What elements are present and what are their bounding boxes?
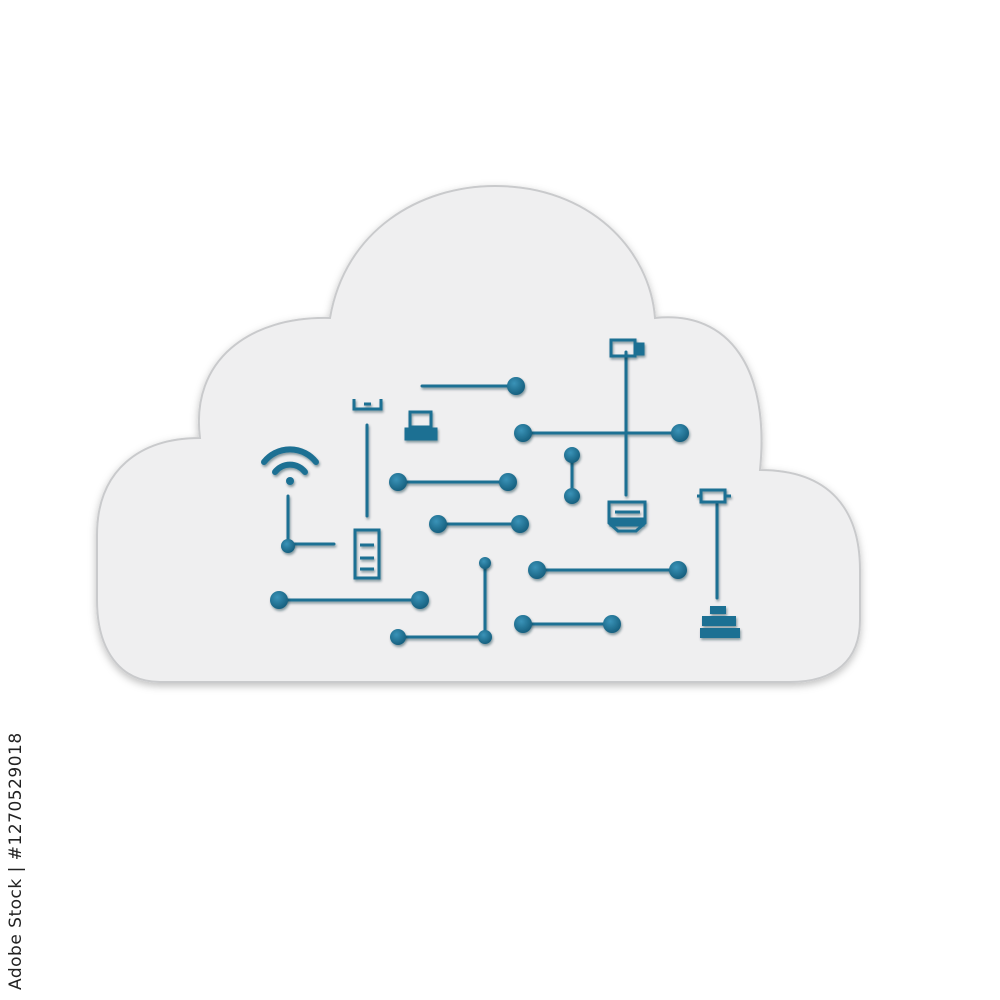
- node: [499, 473, 517, 491]
- server-icon: [353, 528, 381, 580]
- node: [603, 615, 621, 633]
- node: [429, 515, 447, 533]
- circuit-lines: [277, 350, 719, 639]
- node: [389, 473, 407, 491]
- node: [669, 561, 687, 579]
- circuit-nodes: [270, 377, 689, 645]
- node: [564, 488, 580, 504]
- node: [511, 515, 529, 533]
- node: [507, 377, 525, 395]
- node: [478, 630, 492, 644]
- router-icon: [352, 399, 383, 411]
- display-icon: [607, 500, 647, 533]
- node: [411, 591, 429, 609]
- node: [390, 629, 406, 645]
- cloud-shape: [96, 184, 861, 683]
- laptop-icon: [404, 410, 438, 441]
- device-icons: [261, 338, 740, 638]
- monitor-icon: [609, 338, 645, 358]
- printer-icon: [700, 606, 740, 638]
- node: [671, 424, 689, 442]
- node: [281, 539, 295, 553]
- node: [514, 424, 532, 442]
- side-text: Adobe Stock | #1270529018: [6, 732, 26, 990]
- wifi-icon: [261, 446, 319, 485]
- node: [514, 615, 532, 633]
- projector-icon: [697, 488, 731, 504]
- node: [270, 591, 288, 609]
- node: [479, 557, 491, 569]
- node: [528, 561, 546, 579]
- node: [564, 447, 580, 463]
